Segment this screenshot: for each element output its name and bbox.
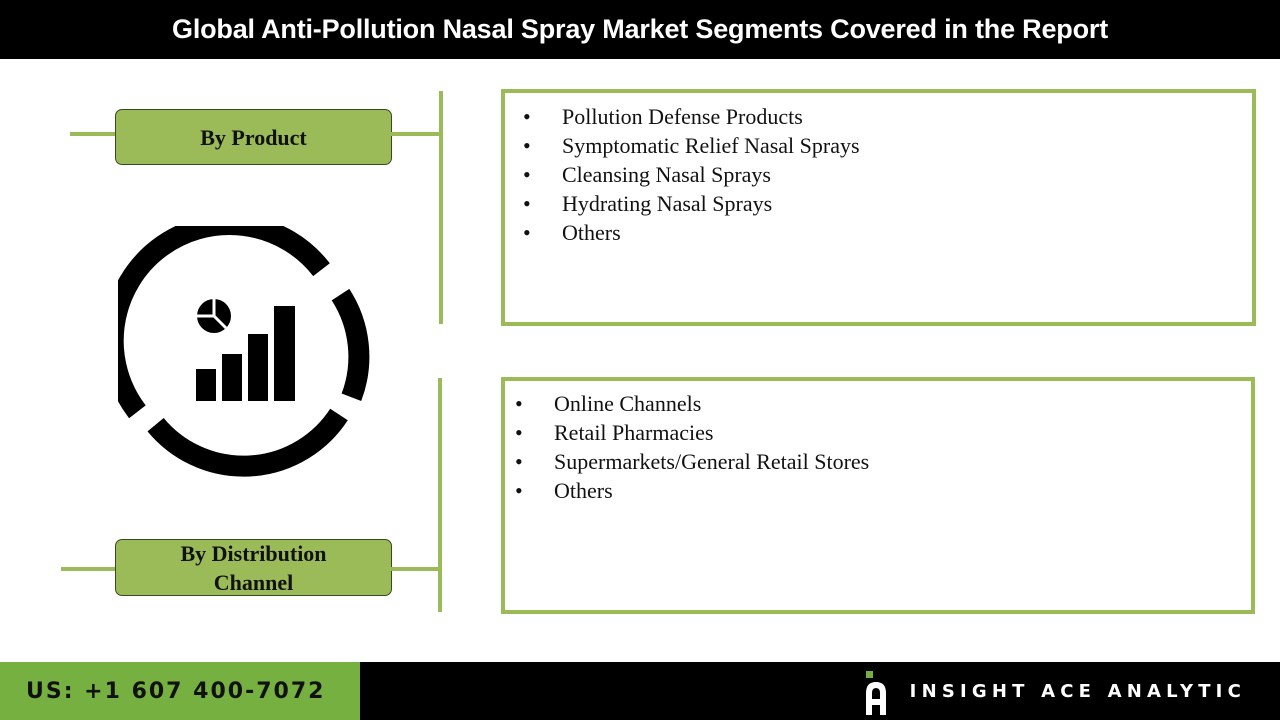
bracket-line-distribution	[438, 378, 442, 612]
segment-box-product: • Pollution Defense Products • Symptomat…	[501, 89, 1256, 326]
footer-brand-bar: INSIGHT ACE ANALYTIC	[360, 662, 1280, 720]
segment-box-distribution: • Online Channels • Retail Pharmacies • …	[501, 377, 1255, 614]
bullet-icon: •	[523, 104, 531, 129]
list-item: • Others	[515, 478, 613, 503]
list-item: • Cleansing Nasal Sprays	[523, 162, 771, 187]
insight-ace-logo-icon	[864, 671, 888, 715]
list-item: • Others	[523, 220, 621, 245]
list-item: • Pollution Defense Products	[523, 104, 803, 129]
segment-label-distribution-line1: By Distribution	[180, 540, 327, 566]
segment-label-distribution: By Distribution Channel	[115, 539, 392, 596]
connector-right-distribution	[391, 567, 441, 571]
bracket-line-product	[439, 91, 443, 324]
page-title: Global Anti-Pollution Nasal Spray Market…	[0, 0, 1280, 59]
analytics-chart-icon	[102, 213, 374, 482]
bullet-icon: •	[523, 162, 531, 187]
bullet-icon: •	[523, 133, 531, 158]
list-item: • Supermarkets/General Retail Stores	[515, 449, 870, 474]
list-item: • Online Channels	[515, 391, 702, 416]
bullet-icon: •	[515, 478, 523, 503]
connector-left-distribution	[61, 567, 118, 571]
bullet-icon: •	[515, 449, 523, 474]
bullet-icon: •	[515, 391, 523, 416]
segment-label-product-text: By Product	[200, 124, 307, 150]
connector-right-product	[391, 132, 443, 136]
list-item: • Hydrating Nasal Sprays	[523, 191, 773, 216]
brand-name: INSIGHT ACE ANALYTIC	[909, 680, 1246, 702]
bullet-icon: •	[523, 191, 531, 216]
segment-label-product: By Product	[115, 109, 392, 165]
segment-list-product: • Pollution Defense Products • Symptomat…	[523, 102, 1252, 247]
bullet-icon: •	[515, 420, 523, 445]
list-item: • Symptomatic Relief Nasal Sprays	[523, 133, 860, 158]
segment-list-distribution: • Online Channels • Retail Pharmacies • …	[515, 389, 1251, 505]
bullet-icon: •	[523, 220, 531, 245]
phone-number: US: +1 607 400-7072	[26, 678, 326, 704]
list-item: • Retail Pharmacies	[515, 420, 714, 445]
connector-left-product	[70, 132, 118, 136]
segment-label-distribution-line2: Channel	[213, 569, 294, 595]
contact-phone: US: +1 607 400-7072	[0, 662, 360, 720]
brand: INSIGHT ACE ANALYTIC	[864, 662, 1246, 720]
